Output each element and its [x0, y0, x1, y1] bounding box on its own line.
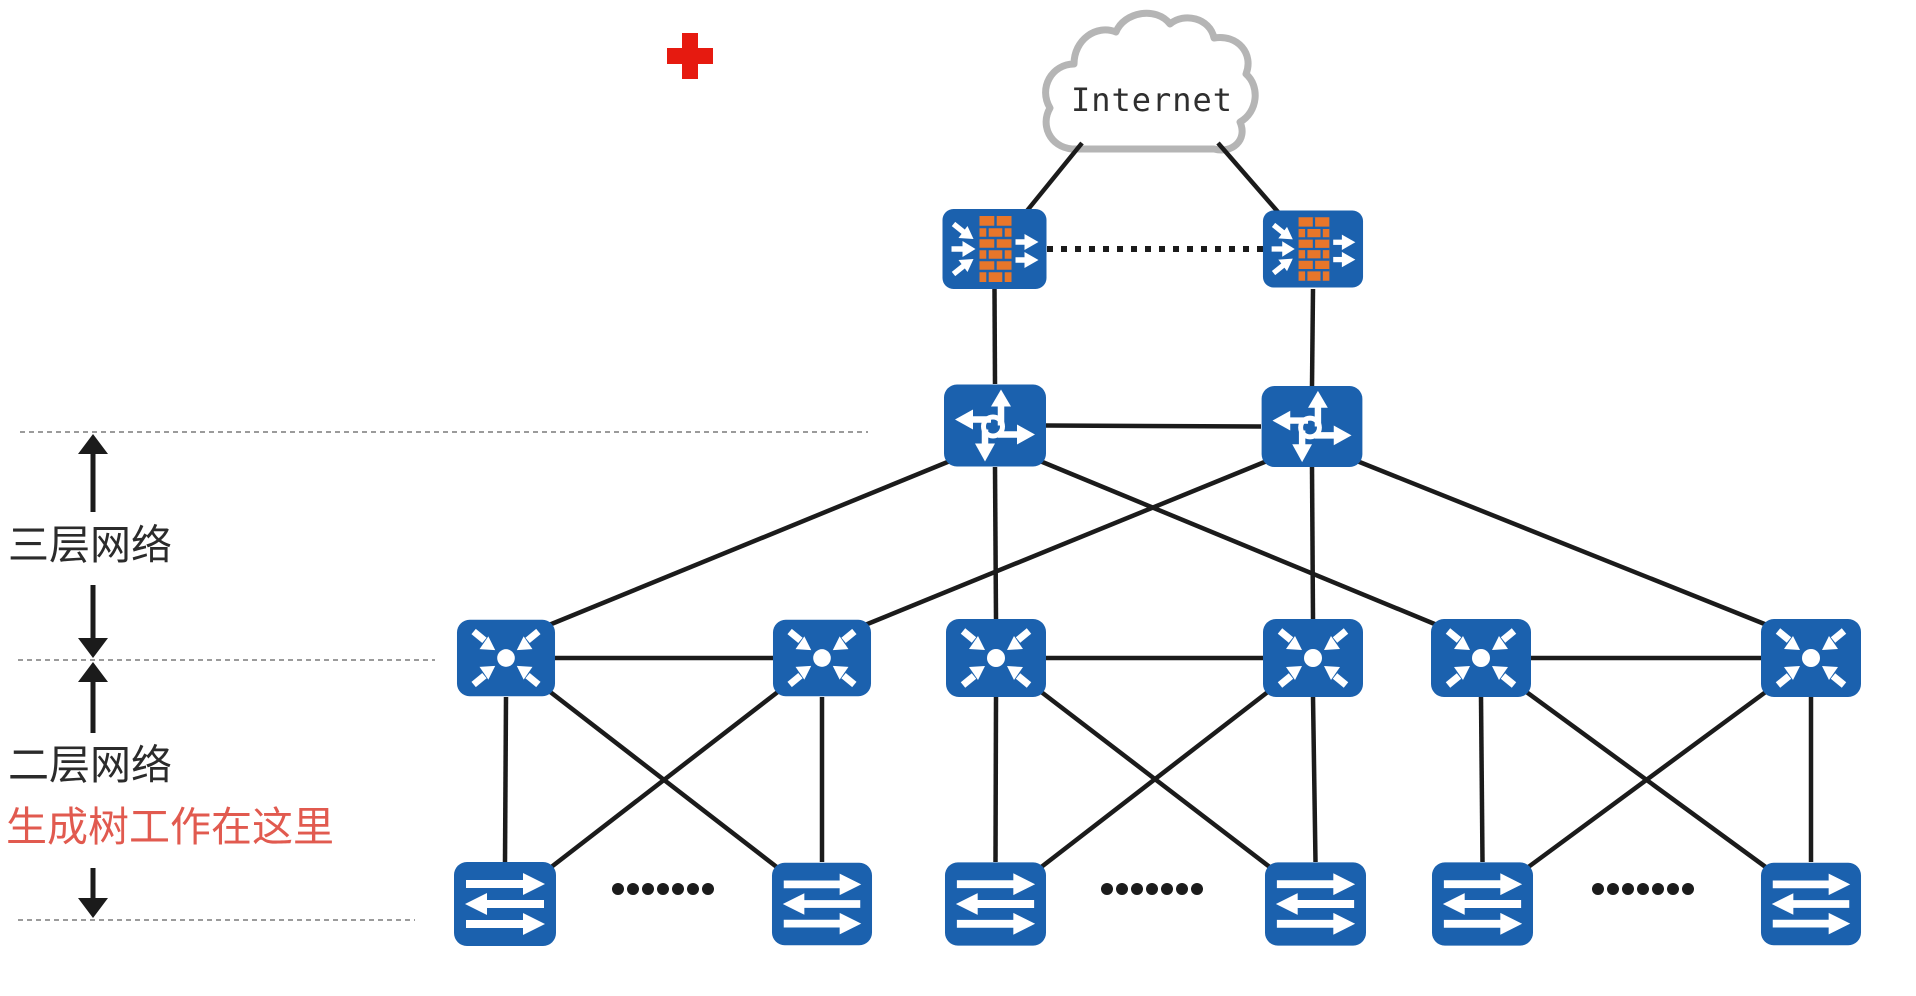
network-link	[1309, 466, 1316, 620]
ellipsis-dot	[657, 883, 669, 895]
ellipsis-dot	[612, 883, 624, 895]
firewall-right-icon	[1263, 211, 1363, 288]
network-link	[548, 689, 781, 870]
ellipsis-dot	[1682, 883, 1694, 895]
network-link	[1045, 423, 1262, 429]
annotation-marks	[667, 33, 713, 79]
layer2-network-label: 二层网络	[8, 742, 172, 788]
network-link	[1478, 696, 1485, 863]
red-plus-marker	[667, 48, 713, 64]
ellipsis-dot	[627, 883, 639, 895]
access-switch-2-icon	[772, 863, 872, 945]
ellipsis-dot	[1146, 883, 1158, 895]
ellipsis-dot	[1607, 883, 1619, 895]
aggregation-switch-4-icon	[1263, 619, 1363, 697]
layer-boundary-guides	[18, 431, 868, 921]
access-switch-5-icon	[1432, 862, 1533, 945]
core-router-right-icon	[1262, 386, 1363, 467]
topology-links	[502, 141, 1814, 870]
network-link	[993, 696, 999, 863]
aggregation-switch-1-icon	[457, 620, 555, 696]
ellipsis-dot	[1191, 883, 1203, 895]
network-link	[1356, 458, 1768, 628]
ellipsis-dot	[642, 883, 654, 895]
aggregation-switch-3-icon	[946, 619, 1046, 697]
network-link	[1024, 141, 1084, 214]
network-link	[1525, 689, 1769, 870]
network-link	[1038, 689, 1271, 870]
ellipsis-dot	[702, 883, 714, 895]
ellipsis-dot	[1176, 883, 1188, 895]
network-link	[502, 696, 509, 863]
ellipsis-dot	[1592, 883, 1604, 895]
network-link	[1310, 696, 1318, 863]
spanning-tree-note-label: 生成树工作在这里	[6, 804, 334, 850]
internet-label: Internet	[1070, 81, 1234, 119]
network-link	[1216, 141, 1280, 214]
range-arrow-head-up	[78, 434, 108, 454]
layer-range-arrows	[78, 434, 108, 918]
access-switch-6-icon	[1761, 863, 1861, 945]
more-devices-ellipsis	[612, 883, 1694, 895]
network-link	[548, 458, 951, 628]
network-link	[1309, 288, 1316, 387]
ellipsis-dot	[1101, 883, 1113, 895]
ellipsis-dot	[687, 883, 699, 895]
ellipsis-dot	[672, 883, 684, 895]
network-link	[1039, 458, 1438, 628]
ellipsis-dot	[1131, 883, 1143, 895]
aggregation-switch-6-icon	[1761, 619, 1861, 697]
ellipsis-dot	[1652, 883, 1664, 895]
access-switch-1-icon	[454, 862, 556, 946]
range-arrow-head-up	[78, 662, 108, 682]
access-switch-3-icon	[945, 862, 1046, 945]
ellipsis-dot	[1161, 883, 1173, 895]
internet-cloud-icon	[1042, 9, 1259, 154]
core-router-left-icon	[944, 385, 1046, 467]
firewall-left-icon	[943, 209, 1047, 289]
aggregation-switch-5-icon	[1431, 619, 1531, 697]
ellipsis-dot	[1116, 883, 1128, 895]
network-link	[992, 466, 999, 620]
layer3-network-label: 三层网络	[8, 522, 172, 568]
access-switch-4-icon	[1265, 862, 1366, 945]
range-arrow-head-down	[78, 638, 108, 658]
ellipsis-dot	[1667, 883, 1679, 895]
ellipsis-dot	[1637, 883, 1649, 895]
ellipsis-dot	[1622, 883, 1634, 895]
network-link	[992, 288, 998, 385]
range-arrow-head-down	[78, 898, 108, 918]
network-link	[864, 458, 1268, 628]
aggregation-switch-2-icon	[773, 620, 871, 696]
